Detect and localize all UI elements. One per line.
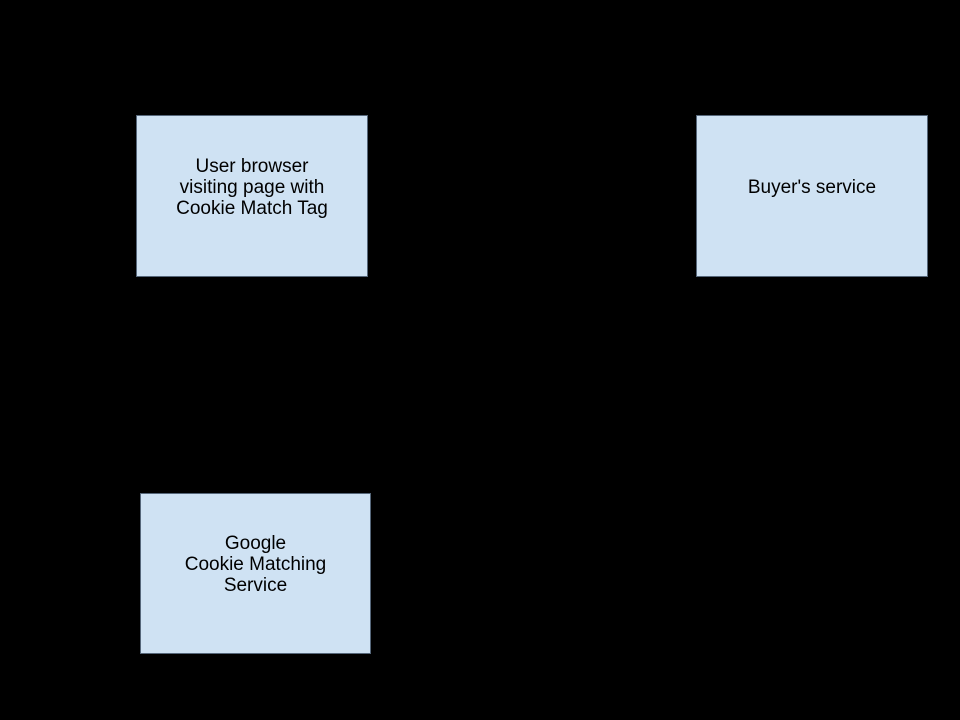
node-google-cookie-matching-service-label: Google Cookie Matching Service xyxy=(184,533,327,596)
node-user-browser: User browser visiting page with Cookie M… xyxy=(136,115,368,277)
node-user-browser-label: User browser visiting page with Cookie M… xyxy=(176,155,328,219)
node-buyers-service-label: Buyer's service xyxy=(747,176,877,198)
node-google-cookie-matching-service: Google Cookie Matching Service xyxy=(140,493,371,654)
node-buyers-service: Buyer's service xyxy=(696,115,928,277)
